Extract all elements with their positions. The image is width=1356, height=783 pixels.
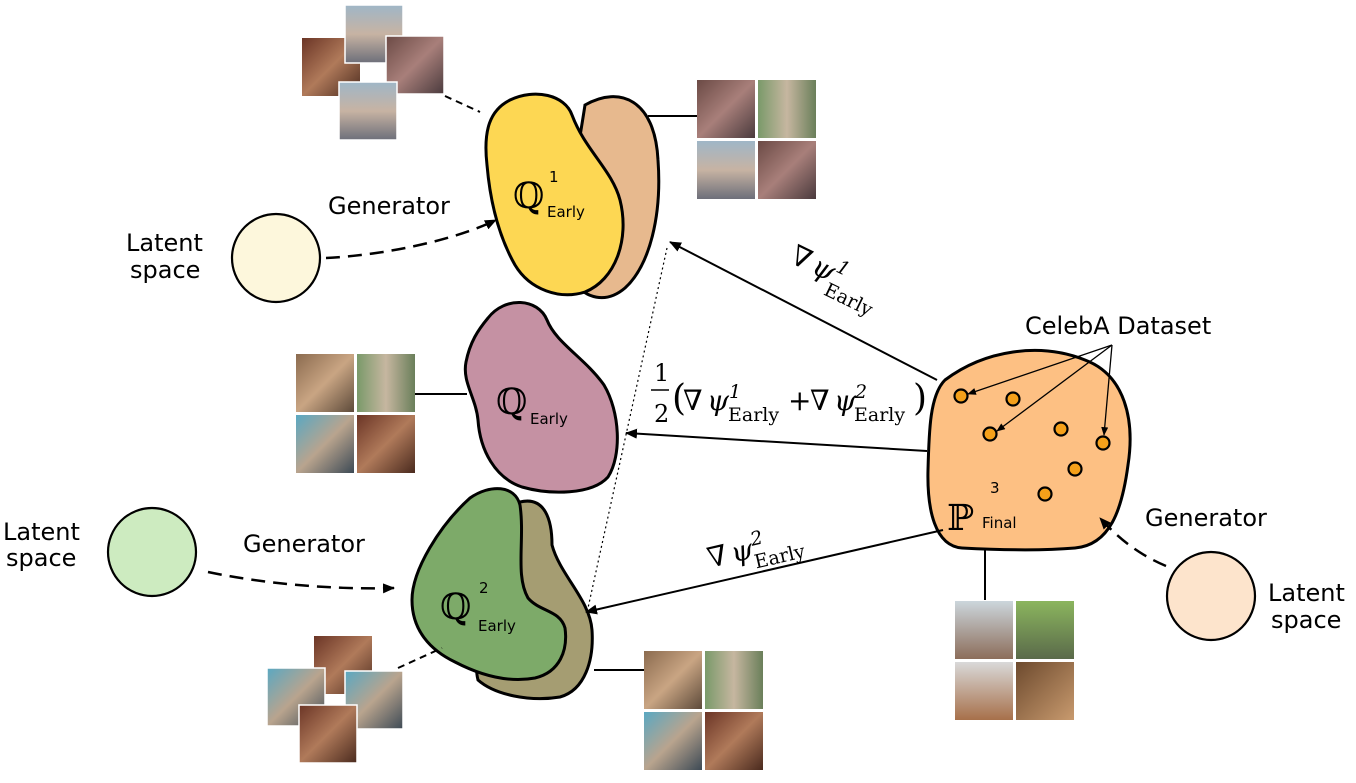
sample-dot — [1095, 435, 1111, 451]
generator-label-mid: Generator — [243, 530, 365, 558]
q2-label: ℚ 2 Early — [440, 579, 516, 635]
dotted-connector — [587, 247, 668, 609]
svg-text:2: 2 — [854, 381, 867, 403]
sample-dot — [953, 388, 969, 404]
celeba-sample-dots — [953, 388, 1111, 502]
svg-text:Early: Early — [530, 410, 568, 428]
svg-text:ℚ: ℚ — [513, 176, 544, 217]
svg-text:1: 1 — [654, 359, 669, 387]
latent-label-right-2: space — [1271, 606, 1341, 634]
q2-sample-grid — [644, 651, 763, 770]
sample-dot — [1067, 461, 1083, 477]
celeba-pointer-arrows — [967, 344, 1113, 436]
grad-arrow-to-q1 — [669, 241, 938, 381]
svg-text:1: 1 — [549, 168, 559, 186]
svg-text:3: 3 — [990, 479, 1000, 497]
sample-thumbnail — [357, 415, 415, 473]
svg-text:1: 1 — [729, 381, 741, 403]
svg-text:ψ: ψ — [834, 384, 857, 417]
sample-dot — [1053, 421, 1069, 437]
sample-thumbnail — [697, 141, 755, 199]
q2-scatter-connector — [397, 647, 443, 669]
sample-thumbnail — [298, 704, 358, 764]
sample-dot — [982, 426, 998, 442]
real-image-thumbnail — [1016, 662, 1074, 720]
latent-label-right-1: Latent — [1268, 579, 1345, 607]
sample-thumbnail — [697, 80, 755, 138]
latent-space-top — [230, 212, 322, 304]
svg-text:Final: Final — [982, 514, 1017, 532]
celeba-real-grid — [955, 601, 1074, 720]
generator-arrow-mid — [207, 570, 395, 594]
svg-text:Early: Early — [478, 617, 516, 635]
sample-thumbnail — [338, 81, 398, 141]
q1-front-blob — [484, 92, 625, 297]
sample-thumbnail — [644, 651, 702, 709]
svg-text:): ) — [913, 378, 927, 419]
svg-text:ℚ: ℚ — [440, 587, 471, 628]
grad-arrow-to-q2 — [585, 529, 944, 615]
q1-scatter-samples — [302, 4, 445, 141]
sample-thumbnail — [758, 141, 816, 199]
sample-thumbnail — [296, 354, 354, 412]
p3-label: ℙ 3 Final — [947, 479, 1017, 539]
generator-label-right: Generator — [1145, 504, 1267, 532]
svg-text:2: 2 — [747, 527, 765, 551]
svg-text:∇: ∇ — [810, 384, 830, 417]
svg-text:∇: ∇ — [704, 538, 730, 575]
svg-text:(: ( — [672, 378, 686, 419]
latent-label-mid-2: space — [6, 544, 76, 572]
sample-dot — [1037, 486, 1053, 502]
svg-text:Early: Early — [854, 404, 905, 426]
svg-text:ℙ: ℙ — [947, 498, 974, 539]
q1-scatter-connector — [444, 95, 481, 113]
sample-dot — [1005, 391, 1021, 407]
q2-front-blob — [410, 487, 568, 682]
latent-label-top-2: space — [130, 256, 200, 284]
svg-text:ψ: ψ — [707, 384, 730, 417]
q-mid-label: ℚ Early — [496, 382, 568, 428]
real-image-thumbnail — [955, 662, 1013, 720]
sample-thumbnail — [705, 651, 763, 709]
svg-text:ℚ: ℚ — [496, 382, 527, 423]
sample-thumbnail — [705, 712, 763, 770]
svg-text:Early: Early — [820, 279, 876, 321]
sample-thumbnail — [296, 415, 354, 473]
q1-label: ℚ 1 Early — [513, 168, 585, 221]
real-image-thumbnail — [955, 601, 1013, 659]
generator-label-top: Generator — [328, 192, 450, 220]
q-sample-grid — [296, 354, 415, 473]
sample-thumbnail — [758, 80, 816, 138]
p3-blob — [926, 349, 1132, 552]
generator-arrow-top — [325, 218, 497, 260]
latent-label-top-1: Latent — [126, 229, 203, 257]
q1-sample-grid — [697, 80, 816, 199]
svg-text:Early: Early — [728, 404, 779, 426]
svg-text:Early: Early — [547, 203, 585, 221]
sample-thumbnail — [644, 712, 702, 770]
grad-arrow-to-q — [625, 428, 928, 452]
real-image-thumbnail — [1016, 601, 1074, 659]
q2-scatter-samples — [266, 636, 404, 764]
svg-text:∇: ∇ — [683, 384, 703, 417]
generator-arrow-right — [1099, 517, 1167, 568]
latent-label-mid-1: Latent — [3, 518, 80, 546]
svg-text:2: 2 — [654, 400, 669, 428]
latent-space-mid — [106, 506, 198, 598]
svg-text:+: + — [788, 384, 811, 417]
sample-thumbnail — [357, 354, 415, 412]
celeba-dataset-label: CelebA Dataset — [1025, 312, 1211, 340]
grad-label-avg: 1 2 ( ∇ ψ 1 Early + ∇ ψ 2 Early ) — [651, 359, 927, 428]
latent-space-right — [1165, 550, 1257, 642]
svg-text:2: 2 — [479, 579, 489, 597]
q-mid-blob — [463, 301, 619, 494]
